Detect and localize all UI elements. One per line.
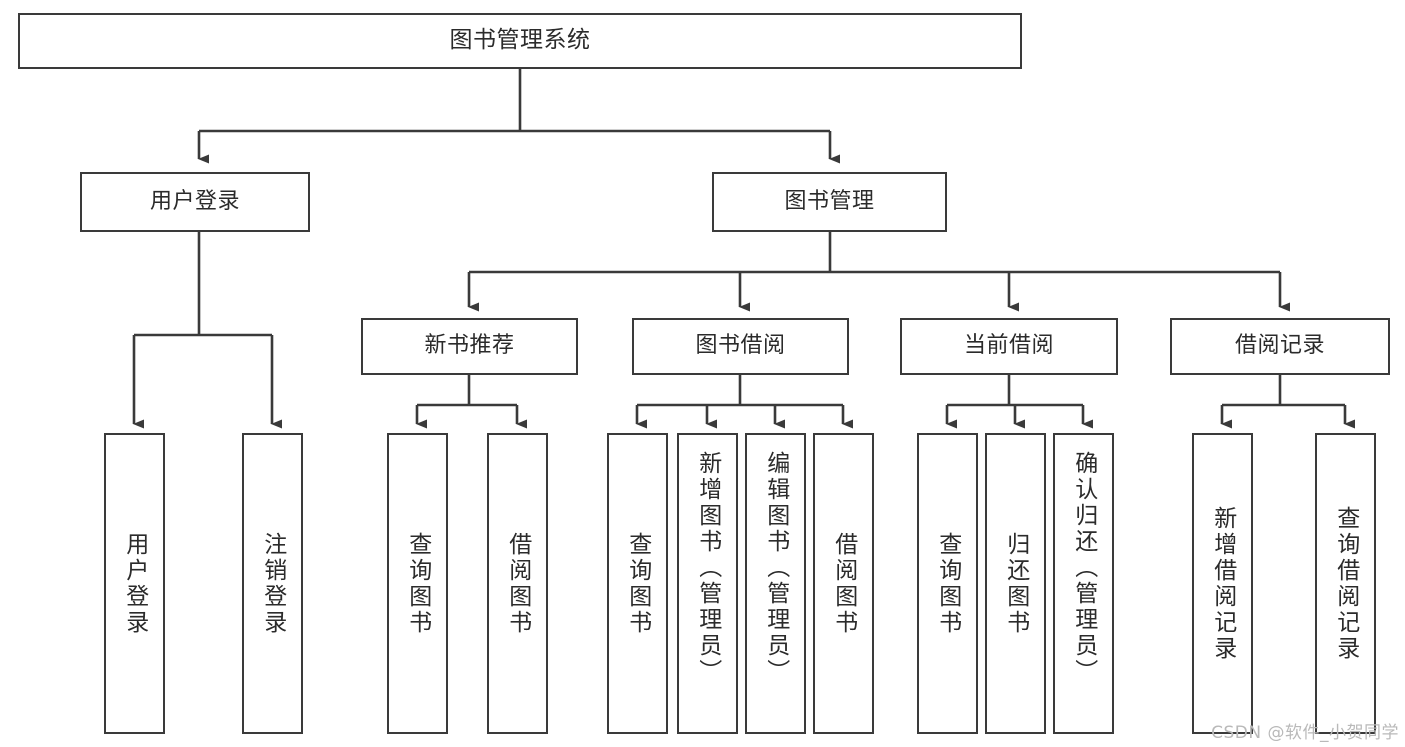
- node-label: 图书管理: [784, 188, 875, 214]
- node-label: 用户登录: [121, 531, 148, 636]
- leaf-user-login-login[interactable]: 用户登录: [104, 433, 165, 734]
- leaf-borrow-record-add-record[interactable]: 新增借阅记录: [1192, 433, 1253, 734]
- node-label: 用户登录: [149, 188, 240, 214]
- node-label: 新增图书（管理员）: [694, 451, 721, 685]
- leaf-current-borrow-query-book[interactable]: 查询图书: [917, 433, 978, 734]
- node-label: 注销登录: [259, 531, 286, 636]
- node-label: 当前借阅: [963, 333, 1054, 359]
- node-current-borrow[interactable]: 当前借阅: [900, 318, 1118, 375]
- node-label: 借阅记录: [1234, 333, 1325, 359]
- node-book-management[interactable]: 图书管理: [712, 172, 947, 232]
- node-label: 图书借阅: [695, 333, 786, 359]
- node-label: 新书推荐: [424, 333, 515, 359]
- node-label: 新增借阅记录: [1209, 505, 1236, 662]
- leaf-new-book-borrow-book[interactable]: 借阅图书: [487, 433, 548, 734]
- node-label: 图书管理系统: [449, 27, 591, 54]
- leaf-book-borrow-borrow-book[interactable]: 借阅图书: [813, 433, 874, 734]
- leaf-current-borrow-return-book[interactable]: 归还图书: [985, 433, 1046, 734]
- leaf-borrow-record-query-record[interactable]: 查询借阅记录: [1315, 433, 1376, 734]
- leaf-current-borrow-confirm-return-admin[interactable]: 确认归还（管理员）: [1053, 433, 1114, 734]
- node-label: 确认归还（管理员）: [1070, 451, 1097, 685]
- node-label: 借阅图书: [504, 531, 531, 636]
- node-label: 查询图书: [934, 531, 961, 636]
- leaf-book-borrow-edit-book-admin[interactable]: 编辑图书（管理员）: [745, 433, 806, 734]
- node-label: 查询图书: [404, 531, 431, 636]
- leaf-book-borrow-add-book-admin[interactable]: 新增图书（管理员）: [677, 433, 738, 734]
- leaf-book-borrow-query-book[interactable]: 查询图书: [607, 433, 668, 734]
- node-borrow-record[interactable]: 借阅记录: [1170, 318, 1390, 375]
- node-label: 编辑图书（管理员）: [762, 451, 789, 685]
- leaf-user-login-logout[interactable]: 注销登录: [242, 433, 303, 734]
- node-root-book-management-system[interactable]: 图书管理系统: [18, 13, 1022, 69]
- node-new-book-recommend[interactable]: 新书推荐: [361, 318, 578, 375]
- node-label: 归还图书: [1002, 531, 1029, 636]
- watermark: CSDN @软件_小贺同学: [1211, 723, 1399, 743]
- node-label: 查询图书: [624, 531, 651, 636]
- node-label: 借阅图书: [830, 531, 857, 636]
- node-book-borrow[interactable]: 图书借阅: [632, 318, 849, 375]
- leaf-new-book-query-book[interactable]: 查询图书: [387, 433, 448, 734]
- node-user-login[interactable]: 用户登录: [80, 172, 310, 232]
- node-label: 查询借阅记录: [1332, 505, 1359, 662]
